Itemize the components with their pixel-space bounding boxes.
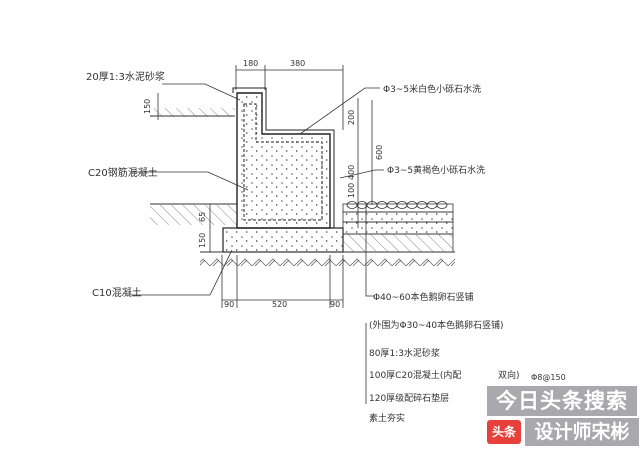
- label-mortar-80: 80厚1:3水泥砂浆: [369, 347, 440, 359]
- dim-left-65: 65: [198, 212, 207, 222]
- label-pebble-1: Φ40~60本色鹅卵石竖铺: [373, 291, 474, 303]
- label-gravel-120: 120厚级配碎石垫层: [369, 392, 449, 404]
- dim-top-380: 380: [290, 59, 305, 68]
- dim-bottom-520: 520: [272, 300, 287, 309]
- c10-base: [222, 227, 344, 253]
- label-soil: 素土夯实: [369, 412, 405, 424]
- label-c10: C10混凝土: [92, 286, 142, 299]
- dim-right-200: 200: [347, 110, 356, 125]
- dim-bottom-90b: 90: [330, 300, 340, 309]
- label-white-stone: Φ3~5米白色小砾石水洗: [383, 83, 481, 95]
- curb-rebar: [243, 103, 323, 221]
- label-rc-concrete: C20钢筋混凝土: [88, 166, 158, 179]
- dim-right-100: 100: [347, 183, 356, 198]
- watermark-author-row: 头条 设计师宋彬: [487, 418, 639, 446]
- compacted-soil: [200, 252, 455, 272]
- label-yellow-stone: Φ3~5黄褐色小砾石水洗: [387, 164, 485, 176]
- watermark-author: 设计师宋彬: [525, 418, 639, 446]
- label-pebble-2: (外围为Φ30~40本色鹅卵石竖铺): [369, 319, 504, 331]
- dim-right-400: 400: [347, 165, 356, 180]
- dim-top-180: 180: [243, 59, 258, 68]
- label-rebar-spec: Φ8@150: [531, 373, 566, 382]
- dim-right-600: 600: [375, 145, 384, 160]
- toutiao-logo-icon: 头条: [487, 420, 521, 444]
- watermark-search: 今日头条搜索: [487, 386, 637, 416]
- curb-body: [236, 92, 331, 229]
- dim-bottom-90a: 90: [224, 300, 234, 309]
- label-rebar-dir: 双向): [498, 369, 520, 381]
- label-mortar-cap: 20厚1:3水泥砂浆: [86, 70, 165, 83]
- pebble-paving: [342, 201, 454, 253]
- ground-hatch-left: [150, 203, 237, 225]
- label-concrete-100: 100厚C20混凝土(内配: [369, 369, 461, 381]
- ground-hatch-top: [150, 108, 235, 117]
- dim-left-150: 150: [143, 99, 152, 114]
- curb-mortar-cap: [232, 87, 335, 228]
- dimension-lines: [157, 65, 373, 308]
- dim-left-150b: 150: [198, 233, 207, 248]
- leader-lines: [130, 83, 384, 404]
